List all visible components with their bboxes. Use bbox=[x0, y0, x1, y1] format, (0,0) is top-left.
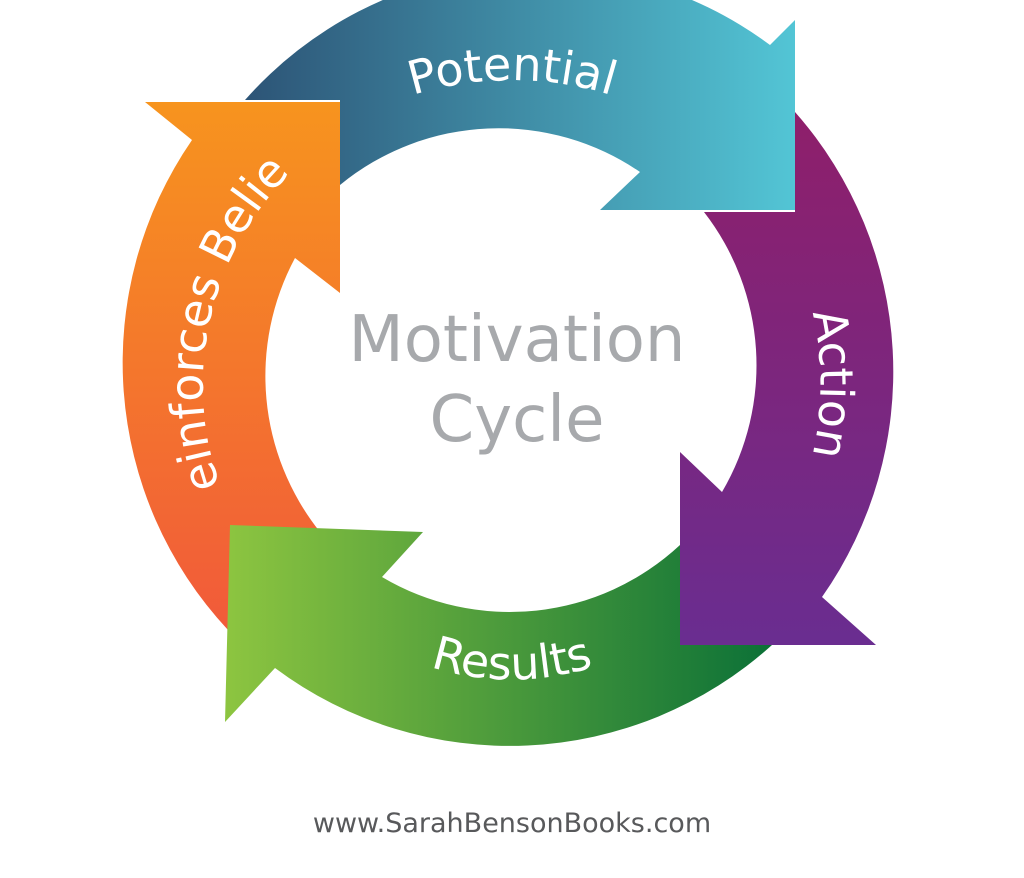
action-arrow bbox=[680, 112, 894, 645]
center-title-line-1: Motivation bbox=[349, 303, 686, 377]
action-label: Action bbox=[802, 305, 864, 463]
website-footer: www.SarahBensonBooks.com bbox=[312, 808, 712, 839]
potential-arrow bbox=[245, 0, 795, 210]
center-title-line-2: Cycle bbox=[430, 383, 605, 457]
results-arrow bbox=[225, 525, 772, 746]
reinforces-belief-arrow bbox=[122, 102, 340, 630]
